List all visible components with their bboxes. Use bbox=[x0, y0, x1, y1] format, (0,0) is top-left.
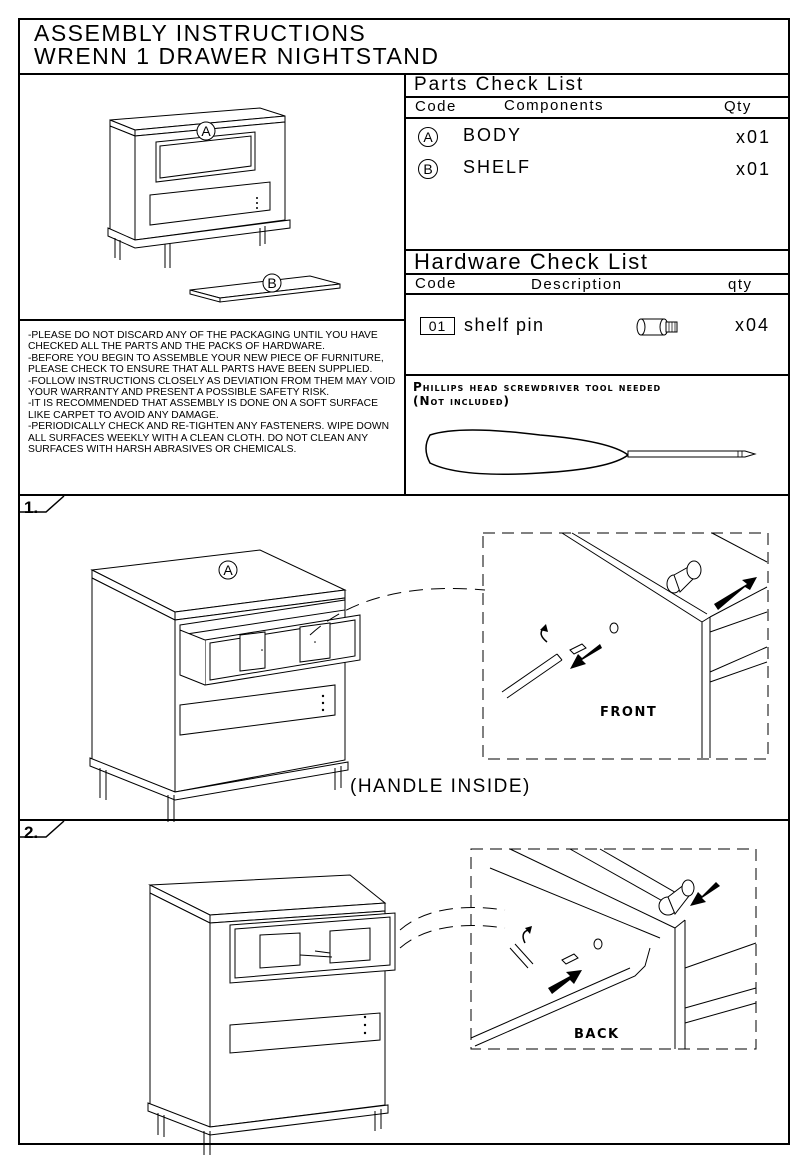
step-2-illustration bbox=[147, 874, 396, 1155]
step-2-detail-label: BACK bbox=[574, 1027, 620, 1042]
body-label: A bbox=[201, 123, 211, 139]
hardware-heading-rule bbox=[404, 273, 788, 275]
shelf-label: B bbox=[267, 275, 276, 291]
center-divider bbox=[404, 73, 406, 494]
tool-note: Phillips head screwdriver tool needed (N… bbox=[413, 380, 661, 408]
hardware-row-01: 01 shelf pin x04 bbox=[420, 315, 780, 343]
step-2-detail-view: BACK bbox=[470, 848, 757, 1050]
hardware-code-box: 01 bbox=[420, 317, 455, 335]
step2-top-rule bbox=[20, 819, 788, 821]
part-qty: x01 bbox=[736, 127, 772, 147]
title-line-2: WRENN 1 DRAWER NIGHTSTAND bbox=[34, 43, 440, 69]
note-item: -BEFORE YOU BEGIN TO ASSEMBLE YOUR NEW P… bbox=[28, 352, 384, 376]
step-1-caption: (HANDLE INSIDE) bbox=[350, 776, 531, 797]
parts-heading: Parts Check List bbox=[414, 74, 585, 95]
tool-top-rule bbox=[404, 374, 788, 376]
hardware-description: shelf pin bbox=[464, 315, 545, 335]
image-notes-divider bbox=[20, 319, 404, 321]
note-item: -IT IS RECOMMENDED THAT ASSEMBLY IS DONE… bbox=[28, 398, 378, 421]
hardware-col-qty: qty bbox=[728, 276, 753, 293]
step-1-detail-view: FRONT bbox=[482, 532, 769, 760]
parts-header-rule bbox=[404, 117, 788, 119]
tool-note-line-1: Phillips head screwdriver tool needed bbox=[413, 380, 662, 394]
hardware-header-rule bbox=[404, 293, 788, 295]
parts-col-qty: Qty bbox=[724, 98, 752, 115]
parts-heading-rule bbox=[404, 96, 788, 98]
shelf-pin-icon bbox=[636, 318, 678, 336]
part-code-badge: B bbox=[418, 159, 438, 179]
tool-note-line-2: (Not included) bbox=[413, 394, 511, 408]
parts-col-code: Code bbox=[415, 98, 457, 115]
step-1-callout-arc bbox=[309, 587, 486, 636]
step1-top-rule bbox=[20, 494, 788, 496]
step-2-corner bbox=[20, 820, 65, 838]
hardware-top-rule bbox=[404, 249, 788, 251]
part-name: BODY bbox=[463, 125, 523, 145]
part-code-badge: A bbox=[418, 127, 438, 147]
hardware-col-code: Code bbox=[415, 275, 457, 292]
note-item: -PLEASE DO NOT DISCARD ANY OF THE PACKAG… bbox=[28, 330, 378, 353]
note-item: -FOLLOW INSTRUCTIONS CLOSELY AS DEVIATIO… bbox=[28, 375, 396, 399]
part-name: SHELF bbox=[463, 157, 532, 177]
part-qty: x01 bbox=[736, 159, 772, 179]
instruction-sheet: ASSEMBLY INSTRUCTIONS WRENN 1 DRAWER NIG… bbox=[18, 18, 790, 1155]
hardware-heading: Hardware Check List bbox=[414, 249, 649, 274]
notes-block: -PLEASE DO NOT DISCARD ANY OF THE PACKAG… bbox=[28, 330, 398, 455]
step-1-body-label: A bbox=[223, 562, 233, 578]
step-2-callout-arc bbox=[399, 907, 506, 949]
hardware-qty: x04 bbox=[735, 315, 771, 335]
title-line-1: ASSEMBLY INSTRUCTIONS bbox=[34, 20, 367, 46]
parts-col-components: Components bbox=[504, 97, 605, 114]
hardware-col-description: Description bbox=[531, 276, 623, 293]
step-1-corner bbox=[20, 495, 65, 513]
step-1-detail-label: FRONT bbox=[600, 705, 657, 720]
step-1-illustration: A bbox=[89, 549, 361, 822]
note-item: -PERIODICALLY CHECK AND RE-TIGHTEN ANY F… bbox=[28, 421, 390, 456]
overview-illustration: A B bbox=[107, 107, 341, 303]
screwdriver-icon bbox=[425, 429, 757, 475]
document-title: ASSEMBLY INSTRUCTIONS WRENN 1 DRAWER NIG… bbox=[34, 22, 440, 68]
